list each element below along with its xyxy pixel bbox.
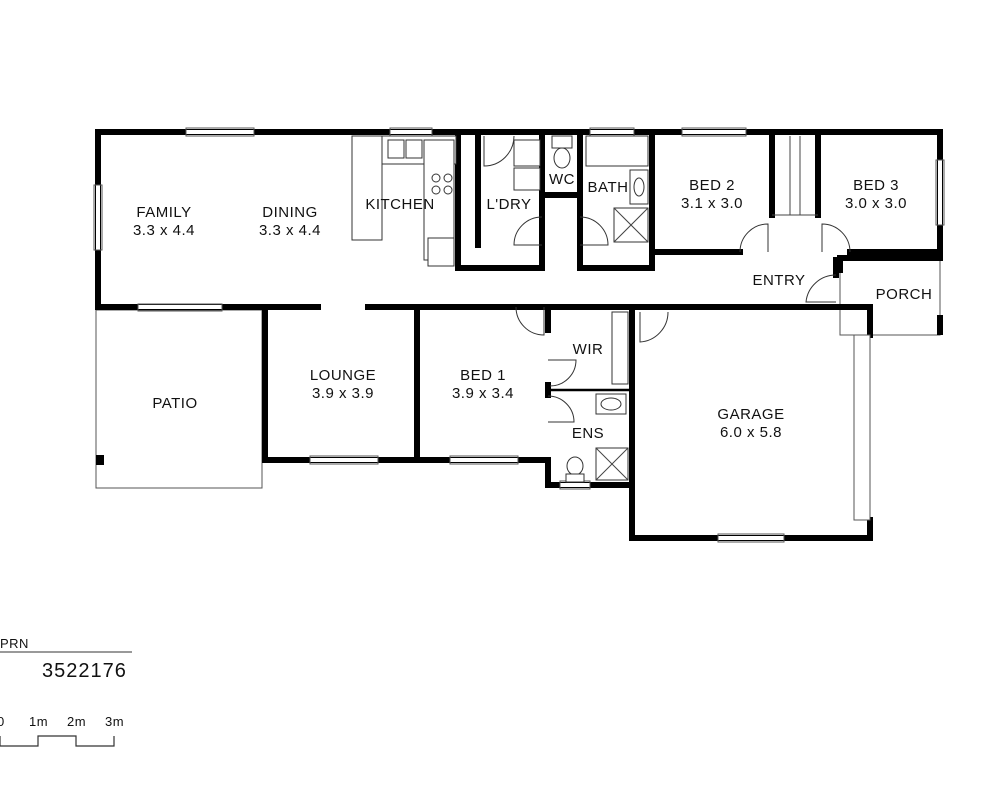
room-bed3-size: 3.0 x 3.0	[845, 195, 907, 212]
exterior-walls	[95, 129, 943, 541]
room-garage-size: 6.0 x 5.8	[720, 424, 782, 441]
doors	[483, 135, 851, 423]
scale-label-0: 0	[0, 714, 5, 729]
room-garage-name: GARAGE	[717, 406, 784, 423]
room-family-name: FAMILY	[136, 204, 191, 221]
ensuite-fixtures	[565, 311, 629, 483]
room-laundry-name: L'DRY	[486, 196, 531, 213]
scale-bar: 0 1m 2m 3m	[0, 714, 124, 747]
patio-post	[96, 455, 104, 465]
windows	[93, 127, 945, 543]
room-bed1-size: 3.9 x 3.4	[452, 385, 514, 402]
room-kitchen-name: KITCHEN	[365, 196, 434, 213]
scale-label-1m: 1m	[29, 714, 48, 729]
laundry-fixtures	[513, 139, 541, 191]
kitchen-fixtures	[351, 135, 457, 267]
prn-legend: PRN 3522176	[0, 636, 132, 682]
room-bed1-name: BED 1	[460, 367, 506, 384]
room-ens-name: ENS	[572, 425, 604, 442]
room-porch-name: PORCH	[876, 286, 933, 303]
robes	[772, 136, 818, 216]
prn-label: PRN	[0, 636, 29, 651]
scale-label-2m: 2m	[67, 714, 86, 729]
room-lounge-size: 3.9 x 3.9	[312, 385, 374, 402]
room-bath-name: BATH	[588, 179, 629, 196]
room-wir-name: WIR	[573, 341, 604, 358]
garage-door	[853, 334, 871, 521]
prn-value: 3522176	[42, 660, 127, 682]
room-lounge-name: LOUNGE	[310, 367, 376, 384]
room-bed2-size: 3.1 x 3.0	[681, 195, 743, 212]
room-bed3-name: BED 3	[853, 177, 899, 194]
scale-label-3m: 3m	[105, 714, 124, 729]
room-bed2-name: BED 2	[689, 177, 735, 194]
room-entry-name: ENTRY	[752, 272, 805, 289]
room-family-size: 3.3 x 4.4	[133, 222, 195, 239]
room-dining-name: DINING	[262, 204, 318, 221]
room-wc-name: WC	[549, 171, 575, 188]
room-patio-name: PATIO	[152, 395, 197, 412]
room-dining-size: 3.3 x 4.4	[259, 222, 321, 239]
bath-fixtures	[551, 135, 649, 243]
